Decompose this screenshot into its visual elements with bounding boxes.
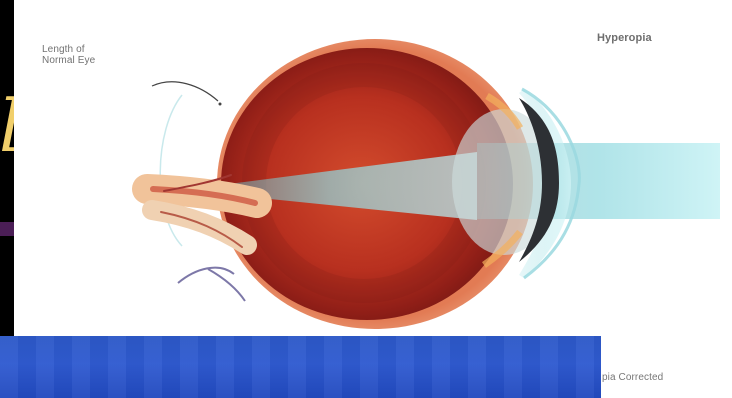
lower-right-white-area	[601, 336, 732, 398]
hyperopia-diagram-panel: Length of Normal Eye Hyperopia	[14, 0, 732, 336]
length-of-normal-eye-label: Length of Normal Eye	[42, 44, 142, 66]
length-pointer-dot	[219, 103, 222, 106]
hyperopia-label: Hyperopia	[597, 33, 652, 44]
bottom-right-text: pia Corrected	[602, 372, 663, 383]
blue-bottom-banner	[0, 336, 601, 398]
